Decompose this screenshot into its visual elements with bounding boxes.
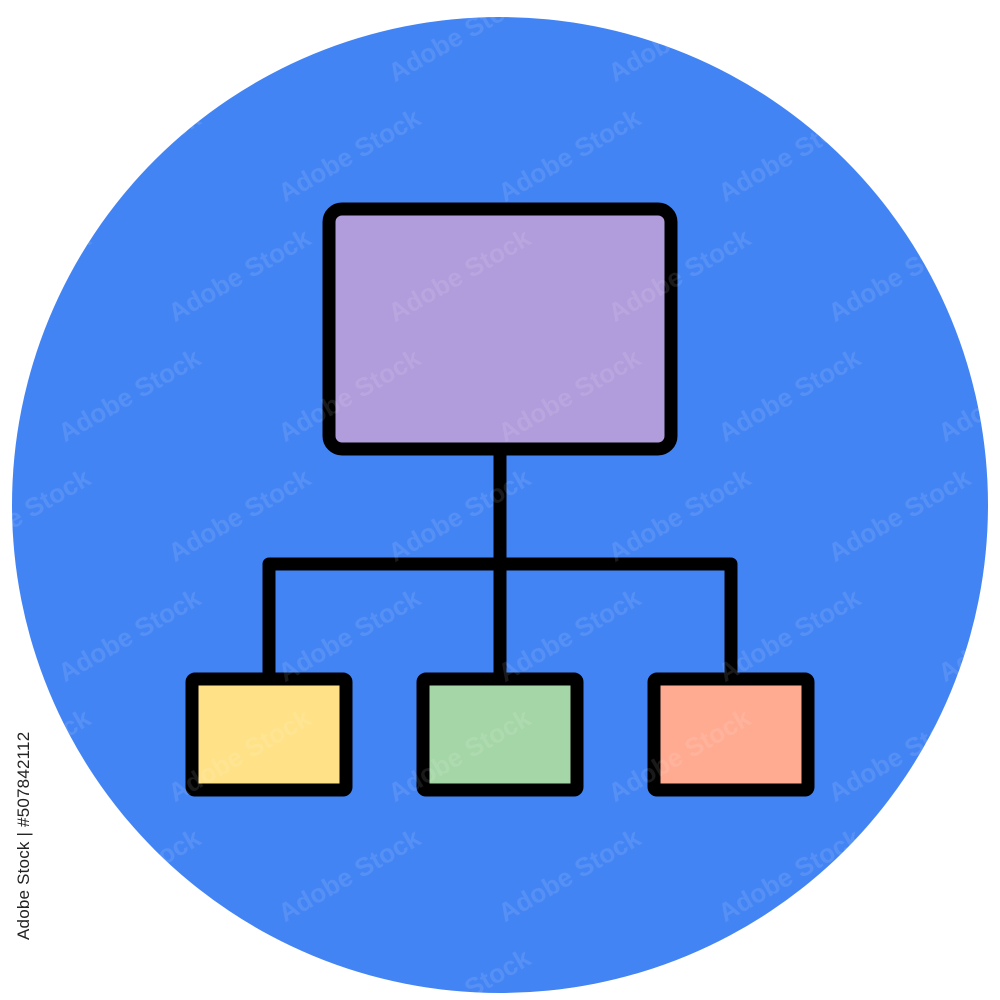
child-node-box-middle bbox=[416, 672, 584, 797]
child-node-box-left bbox=[185, 672, 353, 797]
stock-id-label: Adobe Stock | #507842112 bbox=[14, 731, 33, 940]
connector-lines bbox=[262, 441, 738, 689]
branch-line bbox=[262, 557, 738, 689]
parent-node-box bbox=[322, 202, 678, 456]
child-node-box-right bbox=[647, 672, 815, 797]
